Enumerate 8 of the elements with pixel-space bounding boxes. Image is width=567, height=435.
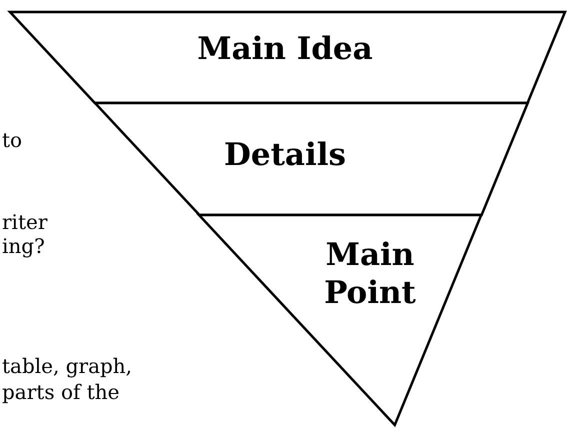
band-heading: Details: [222, 136, 347, 174]
text-fragment: parts of the: [2, 380, 120, 404]
text-fragment: to: [2, 128, 22, 152]
text-fragment: riter: [2, 210, 48, 234]
band-heading: Main Point: [323, 236, 417, 312]
text-fragment: ing?: [2, 234, 45, 258]
band-heading: Main Idea: [196, 30, 374, 68]
text-fragment: table, graph,: [2, 354, 132, 378]
